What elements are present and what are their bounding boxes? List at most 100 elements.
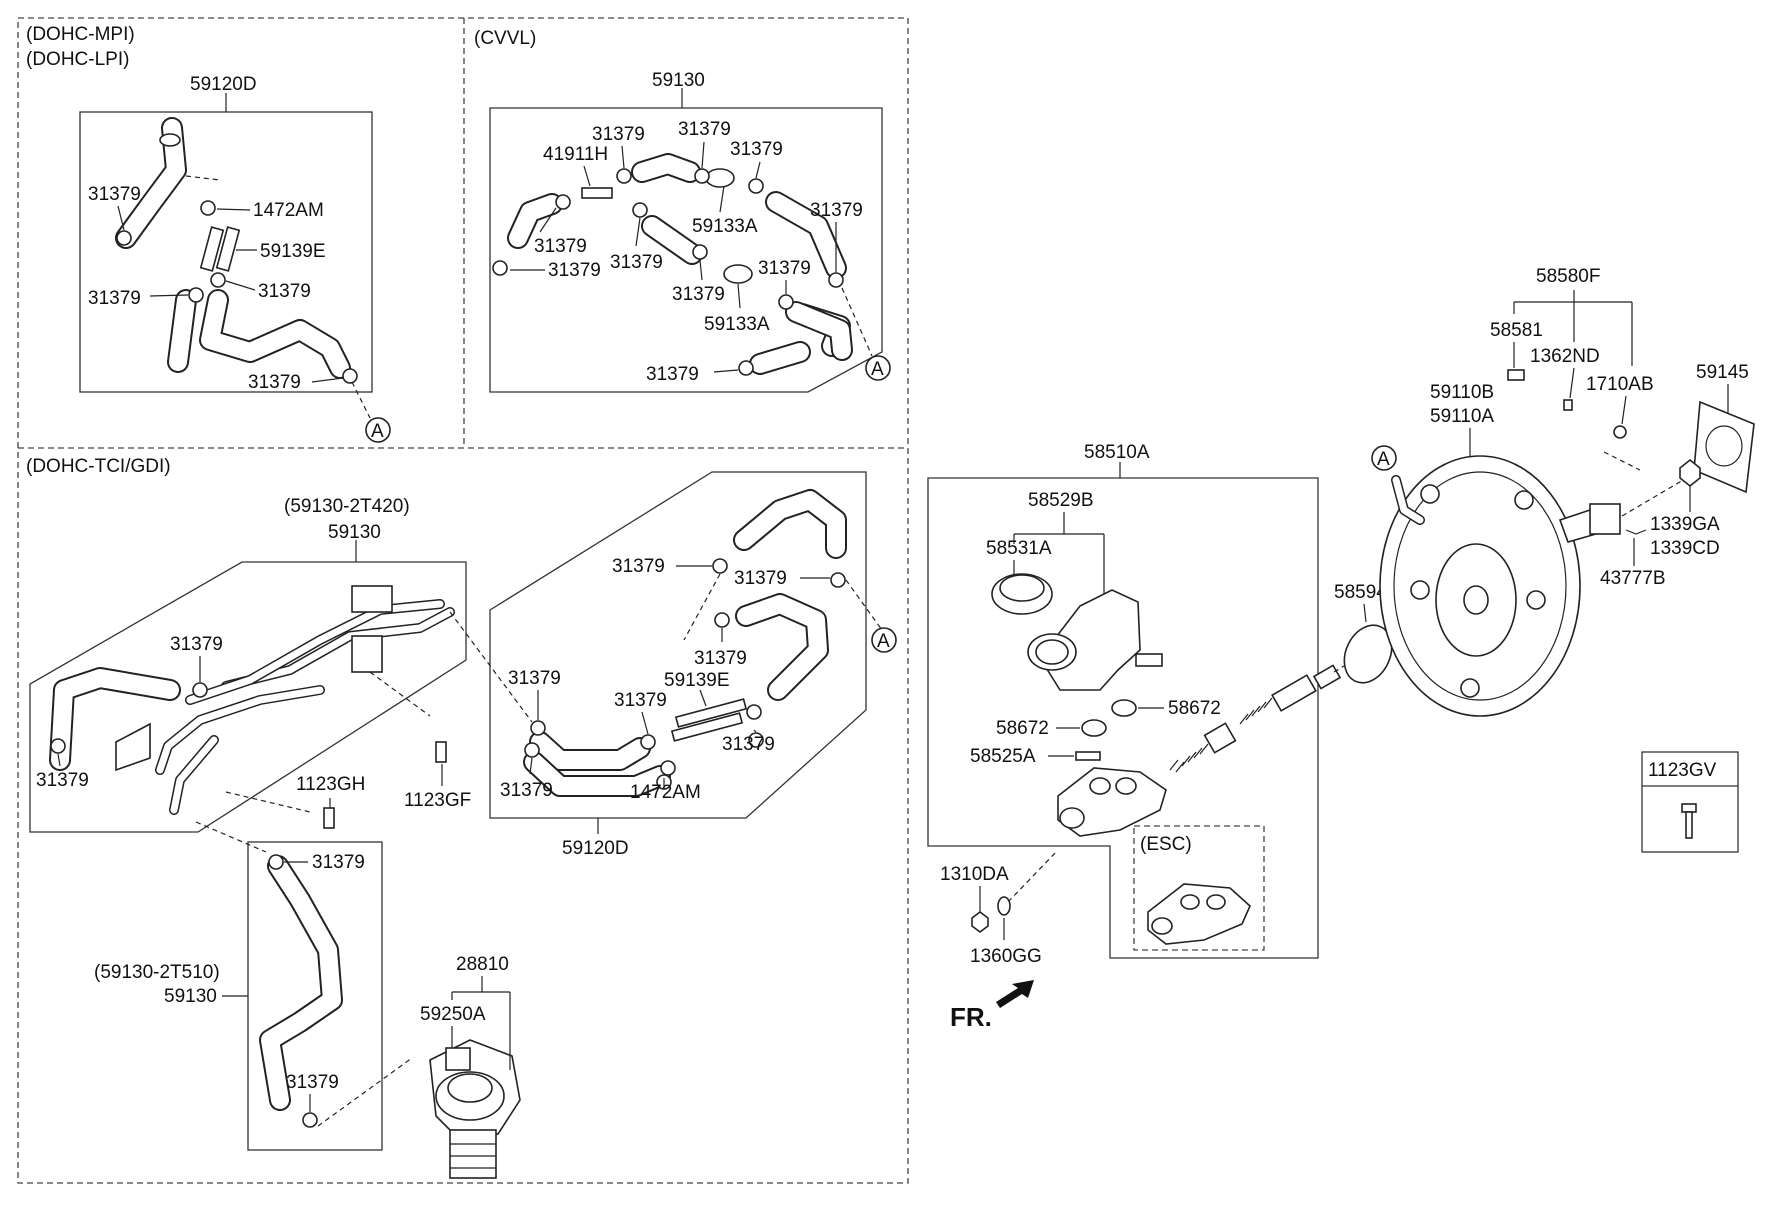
ref-callout-a [865, 355, 891, 381]
label-31379: 31379 [758, 258, 811, 279]
label-31379: 31379 [248, 372, 301, 393]
stop-pin [1075, 751, 1101, 761]
label-58672: 58672 [1168, 698, 1221, 719]
hose-clamp [694, 168, 710, 184]
label-59139e: 59139E [260, 241, 326, 262]
label-1310da: 1310DA [940, 864, 1009, 885]
hose-clamp [748, 178, 764, 194]
grommet [1081, 719, 1107, 737]
section-frames [17, 17, 909, 1184]
mounting-bracket [115, 722, 151, 772]
connector-tube [199, 226, 225, 272]
hose-clamp [342, 368, 358, 384]
hose-clamp [302, 1112, 318, 1128]
mounting-hole [1514, 490, 1534, 510]
label-31379: 31379 [592, 124, 645, 145]
label-31379: 31379 [500, 780, 553, 801]
hose-clamp [188, 287, 204, 303]
label-31379: 31379 [694, 648, 747, 669]
cylinder-port [1089, 777, 1111, 795]
label-31379: 31379 [508, 668, 561, 689]
label-28810: 28810 [456, 954, 509, 975]
ref-letter: A [371, 421, 384, 442]
label-31379: 31379 [88, 184, 141, 205]
label-59250a: 59250A [420, 1004, 486, 1025]
vacuum-pump [429, 1039, 521, 1179]
label-31379: 31379 [88, 288, 141, 309]
label-59145: 59145 [1696, 362, 1749, 383]
bolt-1123gv-box [1641, 751, 1739, 853]
tci-gdi-section: (DOHC-TCI/GDI) (59130-2T420) 59130 31379… [26, 456, 897, 1179]
hose-clamp [692, 244, 708, 260]
hose-clamp [632, 202, 648, 218]
tci-hose-set-box [489, 471, 867, 819]
label-58581: 58581 [1490, 320, 1543, 341]
label-1339cd: 1339CD [1650, 538, 1720, 559]
label-31379: 31379 [610, 252, 663, 273]
hose-clamp [746, 704, 762, 720]
label-58529b: 58529B [1028, 490, 1094, 511]
hose-clamp [192, 682, 208, 698]
bolt [323, 807, 335, 829]
hose-clamp [555, 194, 571, 210]
hose-clamp [778, 294, 794, 310]
label-59130: 59130 [164, 986, 217, 1007]
label-31379: 31379 [730, 139, 783, 160]
cvvl-hose-assembly-box [489, 107, 883, 393]
gasket [997, 896, 1011, 916]
label-59130-2t420: (59130-2T420) [284, 496, 410, 517]
hose-clamp [616, 168, 632, 184]
label-1123gv: 1123GV [1648, 760, 1717, 781]
label-31379: 31379 [548, 260, 601, 281]
front-arrow-icon [996, 980, 1034, 1008]
section-title-cvvl: (CVVL) [474, 28, 536, 49]
hose-clamp [714, 612, 730, 628]
label-59130-2t510: (59130-2T510) [94, 962, 220, 983]
cvvl-section: (CVVL) 59130 31379 41911H 31379 [474, 28, 891, 393]
ref-callout-a [365, 417, 391, 443]
cylinder-port [1180, 894, 1200, 910]
label-1362nd: 1362ND [1530, 346, 1600, 367]
label-59110b: 59110B [1430, 382, 1494, 403]
label-58531a: 58531A [986, 538, 1052, 559]
hose-clamp [268, 854, 284, 870]
label-58525a: 58525A [970, 746, 1036, 767]
hose-clamp [116, 230, 132, 246]
check-valve-body [1589, 503, 1621, 535]
label-31379: 31379 [614, 690, 667, 711]
label-31379: 31379 [612, 556, 665, 577]
clevis-pin [1507, 369, 1525, 381]
label-31379: 31379 [722, 734, 775, 755]
pump-bracket [445, 1047, 471, 1071]
label-1360gg: 1360GG [970, 946, 1042, 967]
pump-cap [447, 1073, 493, 1103]
esc-variant-box [1133, 825, 1265, 951]
cylinder-port [1206, 894, 1226, 910]
esc-cylinder-body [1147, 883, 1251, 945]
label-59120d: 59120D [562, 838, 629, 859]
label-58594: 58594 [1334, 582, 1387, 603]
connector-tube [674, 698, 748, 728]
pump-housing [449, 1129, 497, 1179]
label-58672: 58672 [996, 718, 1049, 739]
check-valve [723, 264, 753, 284]
booster-seal-ring [1343, 624, 1393, 684]
mounting-bracket [351, 585, 393, 613]
label-31379: 31379 [36, 770, 89, 791]
label-31379: 31379 [170, 634, 223, 655]
booster-push-rod-hub [1463, 585, 1489, 615]
connector-tube [581, 187, 613, 199]
front-direction-label: FR. [950, 1002, 992, 1032]
label-1123gh: 1123GH [296, 774, 365, 795]
connector-tube [215, 226, 241, 272]
tci-lower-hose-box [247, 841, 383, 1151]
piston-spring-assembly [1169, 664, 1342, 773]
piston [1203, 722, 1237, 754]
label-31379: 31379 [286, 1072, 339, 1093]
hose-clamp [830, 572, 846, 588]
label-esc: (ESC) [1140, 834, 1192, 855]
hose-clamp [738, 360, 754, 376]
label-31379: 31379 [258, 281, 311, 302]
mounting-bracket [351, 635, 383, 673]
